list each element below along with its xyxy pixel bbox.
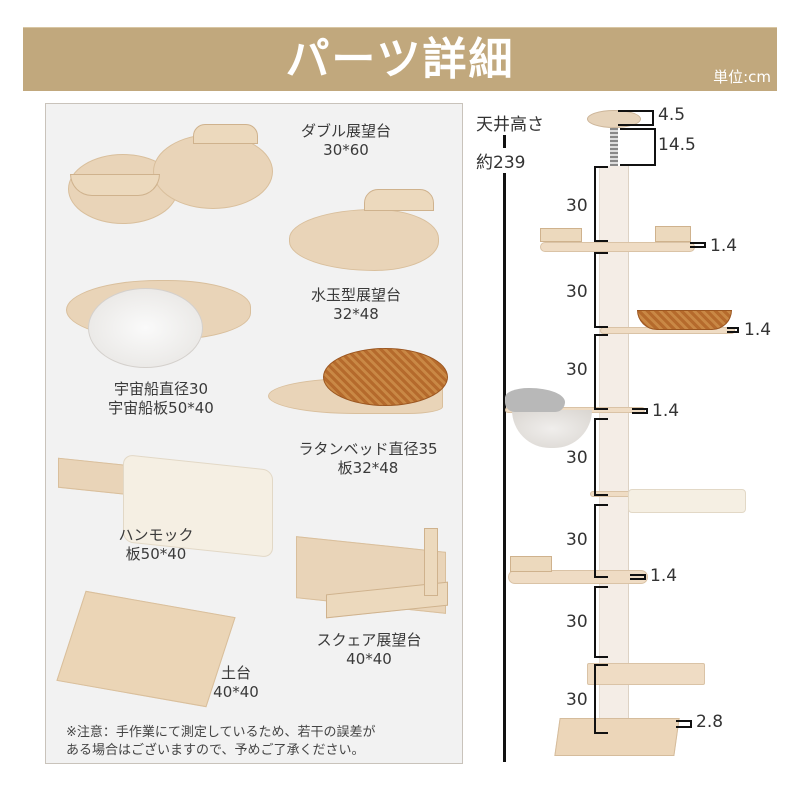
parts-panel: ダブル展望台 30*60 水玉型展望台 32*48 宇宙船直径30 宇宙船板50… (45, 103, 463, 764)
dim-seg3: 30 (566, 360, 588, 380)
dim-bracket-shelf4 (630, 574, 646, 580)
dim-bracket-shelf1 (690, 242, 706, 248)
dim-seg7: 30 (566, 690, 588, 710)
unit-label: 単位:cm (713, 68, 771, 86)
dim-seg1: 30 (566, 196, 588, 216)
part-label-spaceship: 宇宙船直径30 宇宙船板50*40 (108, 380, 214, 417)
spaceship-image (66, 280, 251, 375)
drop-lookout-rail (510, 556, 552, 572)
double-lookout-image (68, 124, 278, 224)
dim-seg5: 30 (566, 530, 588, 550)
scratching-pole (599, 166, 629, 736)
part-label-base: 土台 40*40 (213, 664, 259, 701)
rattan-basket (637, 310, 732, 330)
part-label-rattan-bed: ラタンベッド直径35 板32*48 (298, 440, 438, 477)
square-lookout-image (296, 528, 456, 623)
spaceship-bowl (512, 410, 592, 448)
dim-shelf3: 1.4 (652, 401, 680, 421)
disclaimer-note: ※注意：手作業にて測定しているため、若干の誤差が ある場合はございますので、予め… (66, 725, 376, 758)
spring-adjuster (610, 128, 618, 166)
dim-base: 2.8 (696, 712, 724, 732)
dim-bracket-seg1 (594, 166, 608, 242)
dim-seg6: 30 (566, 612, 588, 632)
dim-seg2: 30 (566, 282, 588, 302)
header-banner: パーツ詳細 単位:cm (23, 27, 777, 91)
dim-shelf4: 1.4 (650, 566, 678, 586)
page-title: パーツ詳細 (285, 34, 515, 85)
drop-lookout-image (289, 189, 439, 279)
dim-bracket-base (676, 720, 692, 728)
double-lookout-rail-left (540, 228, 582, 242)
ceiling-height-label: 天井高さ (476, 110, 544, 135)
dim-bracket-shelf2 (727, 327, 739, 333)
hammock (628, 489, 746, 513)
part-label-hammock: ハンモック 板50*40 (118, 526, 194, 563)
dim-bracket-spring (620, 128, 656, 166)
double-lookout-shelf (540, 242, 695, 252)
dim-cap: 4.5 (658, 105, 686, 125)
dim-bracket-seg7 (594, 664, 608, 734)
rattan-bed-image (268, 346, 453, 431)
dim-bracket-seg6 (594, 586, 608, 658)
dim-bracket-seg2 (594, 252, 608, 328)
dim-bracket-seg3 (594, 334, 608, 410)
ceiling-height-line (503, 128, 506, 762)
dim-shelf1: 1.4 (710, 236, 738, 256)
dim-spring: 14.5 (658, 135, 696, 155)
ceiling-height-value: 約239 (476, 148, 526, 173)
cat-image (505, 388, 565, 412)
ceiling-cap (587, 110, 641, 128)
part-label-square-lookout: スクェア展望台 40*40 (316, 631, 422, 668)
square-lookout-shelf (587, 663, 705, 685)
part-label-double-lookout: ダブル展望台 30*60 (300, 122, 391, 159)
base-board (554, 718, 680, 756)
dim-seg4: 30 (566, 448, 588, 468)
dim-bracket-shelf3 (632, 408, 648, 414)
dim-shelf2: 1.4 (744, 320, 772, 340)
drop-lookout-shelf (508, 570, 648, 584)
dim-bracket-seg5 (594, 504, 608, 578)
dim-bracket-cap (618, 110, 654, 126)
dim-bracket-seg4 (594, 418, 608, 496)
double-lookout-rail-right (655, 226, 691, 242)
part-label-drop-lookout: 水玉型展望台 32*48 (310, 286, 401, 323)
